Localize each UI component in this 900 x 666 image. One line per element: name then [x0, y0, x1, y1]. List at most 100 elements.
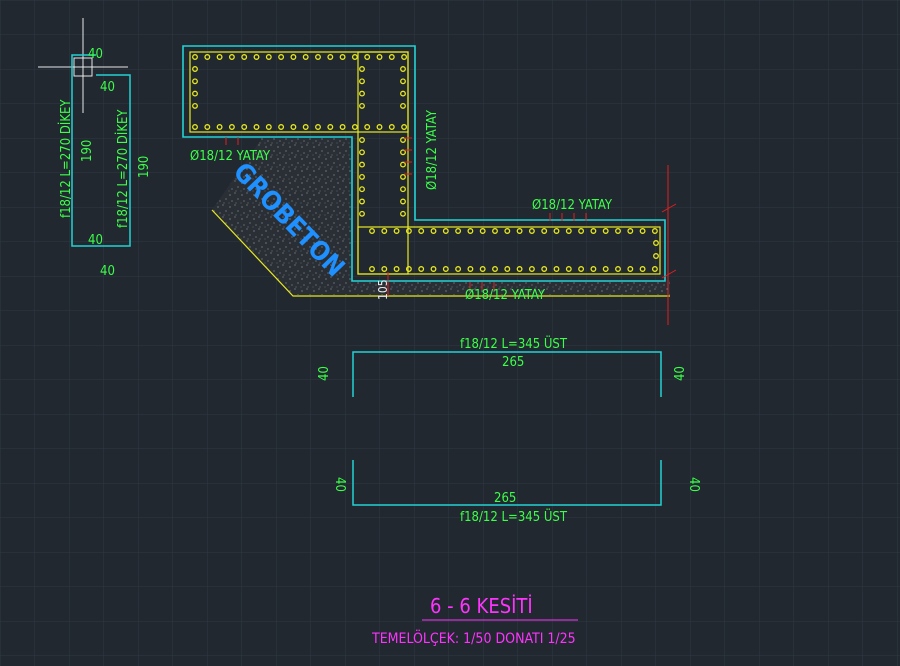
rebar-dot — [359, 66, 365, 72]
rebar-dot — [339, 124, 346, 130]
rebar-dot — [393, 228, 400, 234]
rebar-dot — [359, 198, 365, 205]
rebar-dot — [615, 266, 621, 272]
rebar-dot — [418, 266, 425, 272]
rebar-dot — [400, 186, 406, 193]
rebar-dot — [265, 54, 272, 60]
bottom-bar-dim-length: 265 — [494, 491, 516, 506]
vertical-bar-shape — [71, 54, 131, 247]
bottom-bar-detail[interactable]: 265 f18/12 L=345 ÜST 40 40 — [332, 460, 701, 525]
rebar-dot — [528, 266, 535, 272]
rebar-dot — [359, 210, 365, 217]
rebar-dot — [479, 228, 486, 234]
rebar-dot — [455, 228, 462, 234]
foundation-section[interactable]: GROBETON Ø18/12 YATAY Ø18/12 YATAY Ø18/1… — [182, 45, 677, 325]
label-yatay-bottom: Ø18/12 YATAY — [465, 288, 546, 303]
rebar-dot — [359, 102, 365, 109]
rebar-dot — [192, 124, 198, 130]
rebar-dot — [653, 240, 659, 246]
rebar-dot — [651, 266, 658, 272]
rebar-dot — [253, 124, 260, 130]
rebar-dot — [381, 228, 388, 234]
rebar-dot — [516, 266, 523, 272]
rebar-dot — [400, 149, 406, 156]
rebar-dot — [253, 54, 260, 60]
label-yatay-vertical: Ø18/12 YATAY — [425, 109, 440, 190]
rebar-dot — [192, 90, 198, 97]
rebar-dot — [241, 124, 248, 130]
dim-bottom-inner: 40 — [88, 233, 103, 248]
rebar-dot — [400, 102, 406, 109]
rebar-dot — [359, 161, 365, 168]
dim-top-label: 40 — [88, 47, 103, 62]
rebar-dot — [228, 124, 235, 130]
rebar-dot — [405, 228, 412, 234]
rebar-dot — [400, 137, 406, 143]
rebar-dot — [364, 124, 371, 130]
rebar-dot — [359, 186, 365, 193]
rebar-dot — [504, 266, 511, 272]
rebar-dot — [541, 228, 548, 234]
rebar-dot — [359, 90, 365, 97]
rebar-dot — [241, 54, 248, 60]
top-bar-dim-right: 40 — [673, 366, 688, 381]
rebar-dot — [639, 266, 646, 272]
rebar-dot — [615, 228, 621, 234]
rebar-dot — [388, 124, 395, 130]
rebar-dot — [359, 173, 365, 180]
label-yatay-left: Ø18/12 YATAY — [190, 149, 271, 164]
dim-190-b: 190 — [137, 156, 152, 178]
top-bar-dim-left: 40 — [317, 366, 332, 381]
rebar-dot — [400, 173, 406, 180]
rebar-dot — [315, 124, 321, 130]
bottom-bar-shape — [352, 460, 662, 506]
rebar-dot — [265, 124, 272, 130]
rebar-dot — [430, 266, 437, 272]
rebar-dot — [302, 54, 309, 60]
rebar-dot — [376, 54, 383, 60]
rebar-dot — [359, 137, 365, 143]
vertical-bar-detail[interactable]: 40 40 f18/12 L=270 DİKEY f18/12 L=270 Dİ… — [38, 18, 152, 279]
rebar-dot — [565, 228, 572, 234]
rebar-dot — [192, 102, 198, 109]
bar-label-dikey-1: f18/12 L=270 DİKEY — [58, 99, 74, 218]
rebar-dot — [528, 228, 535, 234]
rebar-dot — [381, 266, 388, 272]
dim-190-a: 190 — [80, 140, 95, 162]
rebar-dot — [405, 266, 412, 272]
red-rebar-markers — [225, 137, 677, 325]
top-bar-detail[interactable]: f18/12 L=345 ÜST 265 40 40 — [317, 335, 688, 397]
section-scale: TEMELÖLÇEK: 1/50 DONATI 1/25 — [371, 629, 576, 647]
rebar-dot — [339, 54, 346, 60]
rebar-dot — [290, 54, 297, 60]
rebar-dot — [479, 266, 486, 272]
rebar-dot — [400, 161, 406, 168]
rebar-dot — [278, 54, 285, 60]
rebar-dot — [192, 54, 198, 60]
rebar-dot — [541, 266, 548, 272]
rebar-dot — [602, 228, 609, 234]
dim-bottom: 40 — [100, 264, 115, 279]
rebar-dot — [492, 266, 498, 272]
rebar-dot — [290, 124, 297, 130]
grobeton-outline — [211, 209, 670, 297]
top-bar-dim-length: 265 — [502, 355, 524, 370]
rebar-dot — [627, 266, 634, 272]
bottom-bar-dim-left: 40 — [332, 477, 347, 492]
rebar-dot — [627, 228, 634, 234]
rebar-dot — [516, 228, 523, 234]
rebar-cage-base — [357, 226, 661, 275]
rebar-dot — [359, 78, 365, 85]
rebar-dot — [278, 124, 285, 130]
rebar-dot — [653, 253, 659, 259]
rebar-dot — [204, 54, 211, 60]
section-title: 6 - 6 KESİTİ — [430, 594, 533, 618]
grobeton-hatch — [212, 138, 670, 295]
rebar-dot — [442, 266, 449, 272]
top-bar-label: f18/12 L=345 ÜST — [460, 335, 568, 352]
rebar-dot — [639, 228, 646, 234]
rebar-dot — [364, 54, 371, 60]
rebar-dot — [369, 266, 375, 272]
